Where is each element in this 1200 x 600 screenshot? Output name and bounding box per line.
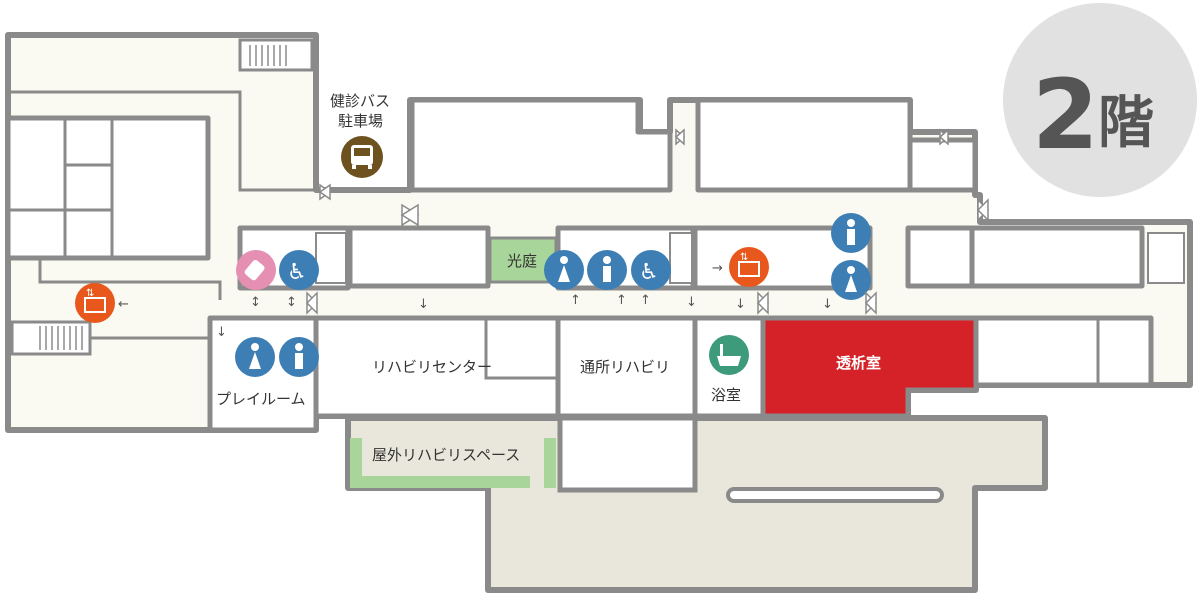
stairs-top [238,38,314,72]
window-bar [726,487,944,503]
room-right-a [905,225,975,289]
label-bathroom: 浴室 [711,386,741,404]
male-toilet-icon [831,213,871,253]
bus-icon [341,136,383,178]
floor-number: 2 [1032,59,1099,171]
wheelchair-icon: ♿ [631,250,671,290]
room-lower [557,415,698,493]
baby-bottle-icon [236,250,276,290]
arrow: ↓ [822,297,833,312]
wheelchair-icon: ♿ [279,250,319,290]
outdoor-rehab-path [350,438,556,488]
elevator-icon: ⇅ [75,283,115,323]
label-courtyard: 光庭 [507,252,537,270]
arrow: ↑ [570,293,581,308]
arrow: ↓ [216,325,227,340]
room-right-lower [973,315,1154,388]
floor-badge [1003,3,1197,197]
arrow: ↑ [640,293,651,308]
male-toilet-icon [587,250,627,290]
arrow: ↕ [250,295,261,310]
bathtub-icon [709,335,749,375]
female-toilet-icon [831,260,871,300]
arrow: ↓ [686,295,697,310]
door-marker [305,128,990,315]
arrow: ↓ [735,297,746,312]
label-outdoor-rehab: 屋外リハビリスペース [372,446,520,464]
room-top-2 [695,97,913,193]
arrow: ← [118,297,129,312]
stairs-left [10,320,92,356]
label-playroom: プレイルーム [216,390,306,408]
room-left-block [5,115,211,261]
floor-kanji: 階 [1098,91,1154,156]
arrow: ↕ [286,295,297,310]
elevator-icon: ⇅ [729,247,769,287]
stairs-mid-2 [669,232,693,284]
svg-text:♿: ♿ [639,260,659,285]
room-right-b [969,225,1145,289]
room-top-3 [907,137,978,193]
male-toilet-icon [279,337,319,377]
svg-text:♿: ♿ [287,260,307,285]
arrow: ↓ [418,297,429,312]
label-dialysis: 透析室 [836,354,881,372]
svg-text:⇅: ⇅ [740,252,748,263]
stairs-mid-1 [315,232,347,284]
female-toilet-icon [235,337,275,377]
room-top-1 [409,97,673,193]
room-mid-a [347,225,491,289]
room-day-rehab [555,315,698,419]
stairs-right [1147,232,1185,284]
arrow: ↑ [616,293,627,308]
arrow: → [712,261,723,276]
female-toilet-icon [544,250,584,290]
label-bus-parking-1: 健診バス [330,92,390,110]
room-rehab-center [313,315,561,419]
label-rehab-center: リハビリセンター [372,358,492,376]
label-day-rehab: 通所リハビリ [580,358,670,376]
label-bus-parking-2: 駐車場 [338,112,383,130]
svg-text:⇅: ⇅ [86,288,94,299]
